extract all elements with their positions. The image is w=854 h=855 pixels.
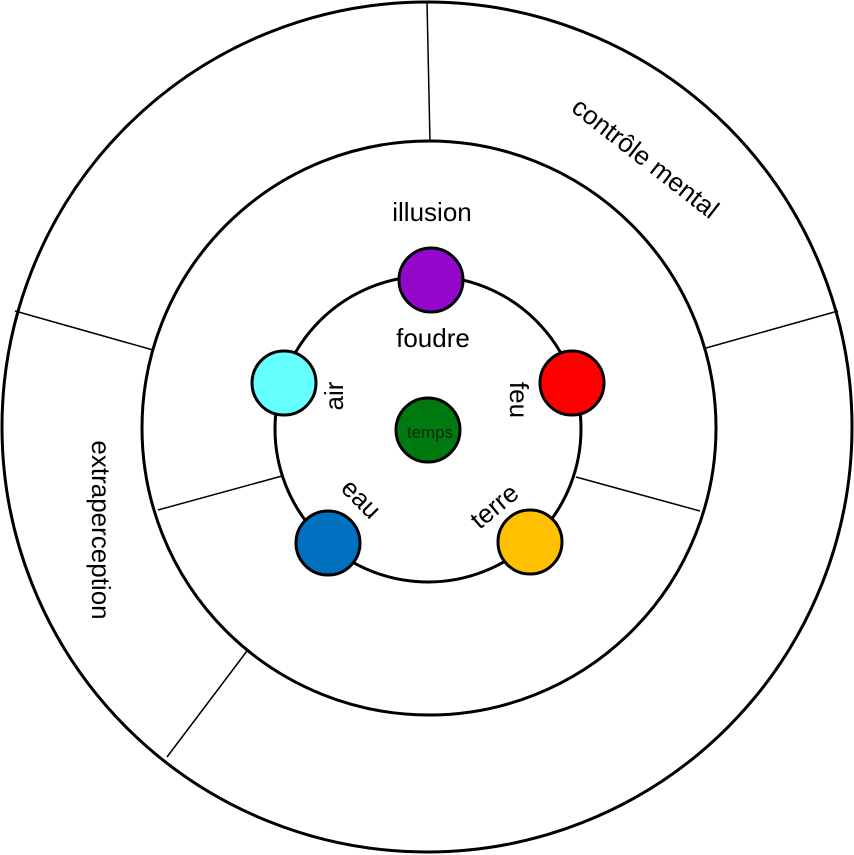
element-circle-eau bbox=[294, 509, 362, 577]
divider-line bbox=[705, 310, 839, 349]
label-air: air bbox=[319, 381, 349, 410]
label-extraperception: extraperception bbox=[86, 440, 116, 619]
divider-line bbox=[426, 1, 431, 143]
label-foudre: foudre bbox=[396, 323, 470, 353]
divider-line bbox=[166, 650, 248, 758]
element-circle-temps bbox=[394, 396, 462, 464]
label-illusion: illusion bbox=[392, 197, 472, 227]
divider-line bbox=[575, 476, 701, 512]
element-circle-air bbox=[250, 349, 318, 417]
label-temps: temps bbox=[407, 423, 453, 442]
divider-line bbox=[157, 475, 283, 511]
element-circle-terre bbox=[496, 508, 564, 576]
element-circle-feu bbox=[538, 349, 606, 417]
label-feu: feu bbox=[504, 382, 534, 418]
divider-line bbox=[14, 310, 154, 351]
element-circle-illusion bbox=[397, 246, 465, 314]
